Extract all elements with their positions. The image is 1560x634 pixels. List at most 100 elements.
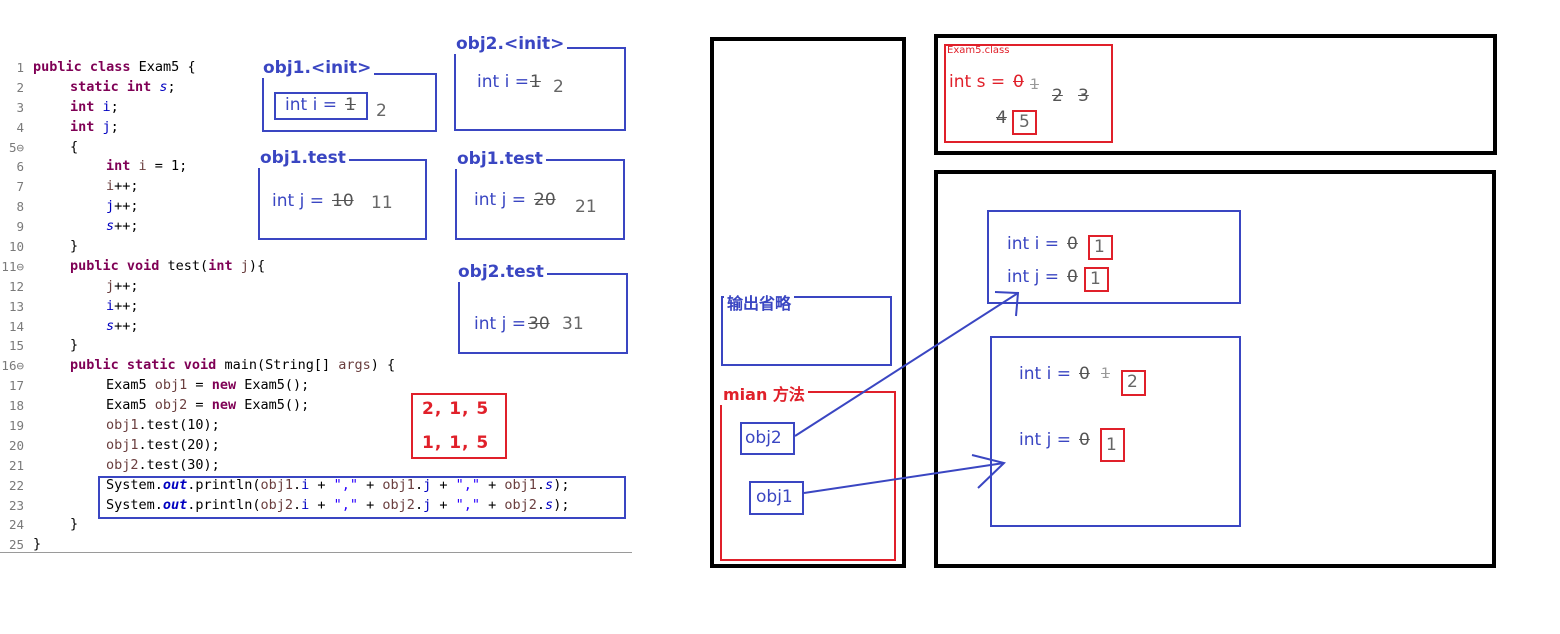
static-s-old-value: 3 <box>1078 86 1089 106</box>
heap-a-j-new-value: 1 <box>1090 269 1101 289</box>
obj1-test-b-new-value: 21 <box>575 197 597 217</box>
output-line-2: 1, 1, 5 <box>422 433 490 453</box>
line-number: 19 <box>8 418 24 434</box>
heap-a-i-var: int i = <box>1007 234 1059 254</box>
obj1-test-b-old-value: 20 <box>534 190 556 210</box>
code-line: 15} <box>0 336 640 356</box>
heap-a-i-new-box <box>1088 235 1113 260</box>
heap-b-j-new-value: 1 <box>1106 435 1117 455</box>
obj1-test-a-var: int j = <box>272 191 324 211</box>
obj1-test-a-label: obj1.test <box>257 148 349 168</box>
static-s-var: int s = <box>949 72 1006 92</box>
obj1-reference: obj1 <box>756 487 793 507</box>
obj2-test-old-value: 30 <box>528 314 550 334</box>
method-area <box>934 34 1497 155</box>
line-number: 18 <box>8 398 24 414</box>
code-text: Exam5 obj2 = new Exam5(); <box>106 397 310 414</box>
heap-a-j-old-value: 0 <box>1067 267 1078 287</box>
code-text: i++; <box>106 178 139 195</box>
editor-bottom-border <box>0 552 632 553</box>
obj1-test-b-var: int j = <box>474 190 526 210</box>
code-line: 3 int i; <box>0 98 640 118</box>
line-number: 11⊖ <box>1 258 24 274</box>
obj2-to-heap-arrow <box>794 292 1019 437</box>
code-text: s++; <box>106 317 139 334</box>
code-line: 5⊖ { <box>0 138 640 158</box>
obj1-test-a-new-value: 11 <box>371 193 393 213</box>
obj1-to-heap-arrow <box>803 462 1005 494</box>
obj1-init-new-value: 2 <box>376 101 387 121</box>
code-text: System.out.println(obj2.i + "," + obj2.j… <box>106 496 570 513</box>
code-text: i++; <box>106 297 139 314</box>
heap-b-i-new-value: 2 <box>1127 372 1138 392</box>
code-text: } <box>70 516 79 533</box>
omitted-output-label: 输出省略 <box>724 290 795 314</box>
code-text: j++; <box>106 198 139 215</box>
line-number: 22 <box>8 477 24 493</box>
exam5-class-label: Exam5.class <box>947 45 1010 56</box>
code-text: } <box>33 536 42 553</box>
heap-b-i-new-box <box>1121 370 1146 396</box>
line-number: 3 <box>16 99 24 115</box>
code-text: obj2.test(30); <box>106 456 220 473</box>
static-s-old-value: 0 <box>1013 72 1024 92</box>
heap-b-j-old-value: 0 <box>1079 430 1090 450</box>
obj1-init-old-value: 1 <box>345 95 356 115</box>
heap-b-j-var: int j = <box>1019 430 1071 450</box>
line-number: 9 <box>16 219 24 235</box>
obj2-arrow-head <box>994 291 1020 317</box>
obj2-reference-box <box>740 422 795 455</box>
obj1-init-label: obj1.<init> <box>260 58 375 78</box>
heap-area <box>934 170 1496 568</box>
heap-a-i-new-value: 1 <box>1094 237 1105 257</box>
line-number: 17 <box>8 378 24 394</box>
line-number: 7 <box>16 179 24 195</box>
println-highlight-box <box>98 476 626 519</box>
code-line: 25} <box>0 535 640 555</box>
obj1-test-a-old-value: 10 <box>332 191 354 211</box>
static-s-final-box <box>1012 110 1037 135</box>
line-number: 5⊖ <box>8 139 24 155</box>
main-method-frame <box>720 391 896 561</box>
line-number: 24 <box>8 517 24 533</box>
heap-b-j-new-box <box>1100 428 1125 462</box>
code-text: int j; <box>70 118 119 135</box>
code-text: { <box>70 138 79 155</box>
obj2-test-var: int j = <box>474 314 526 334</box>
output-box <box>411 393 507 459</box>
code-text: int i; <box>70 98 119 115</box>
code-line: 18 Exam5 obj2 = new Exam5(); <box>0 396 640 416</box>
line-number: 10 <box>8 239 24 255</box>
code-text: } <box>70 238 79 255</box>
obj2-init-new-value: 2 <box>553 77 564 97</box>
code-text: } <box>70 337 79 354</box>
line-number: 21 <box>8 457 24 473</box>
code-line: 7 i++; <box>0 177 640 197</box>
line-number: 12 <box>8 278 24 294</box>
code-text: public static void main(String[] args) { <box>70 357 396 374</box>
code-line: 24} <box>0 515 640 535</box>
obj2-test-label: obj2.test <box>455 262 547 282</box>
heap-a-j-var: int j = <box>1007 267 1059 287</box>
line-number: 14 <box>8 318 24 334</box>
output-line-1: 2, 1, 5 <box>422 399 490 419</box>
line-number: 23 <box>8 497 24 513</box>
code-text: s++; <box>106 218 139 235</box>
obj1-reference-box <box>749 481 804 515</box>
code-line: 16⊖public static void main(String[] args… <box>0 356 640 376</box>
obj1-init-var: int i = <box>285 95 337 115</box>
line-number: 20 <box>8 437 24 453</box>
code-line: 23 System.out.println(obj2.i + "," + obj2… <box>0 496 640 516</box>
obj2-init-old-value: 1 <box>530 72 541 92</box>
obj2-test-new-value: 31 <box>562 314 584 334</box>
line-number: 13 <box>8 298 24 314</box>
